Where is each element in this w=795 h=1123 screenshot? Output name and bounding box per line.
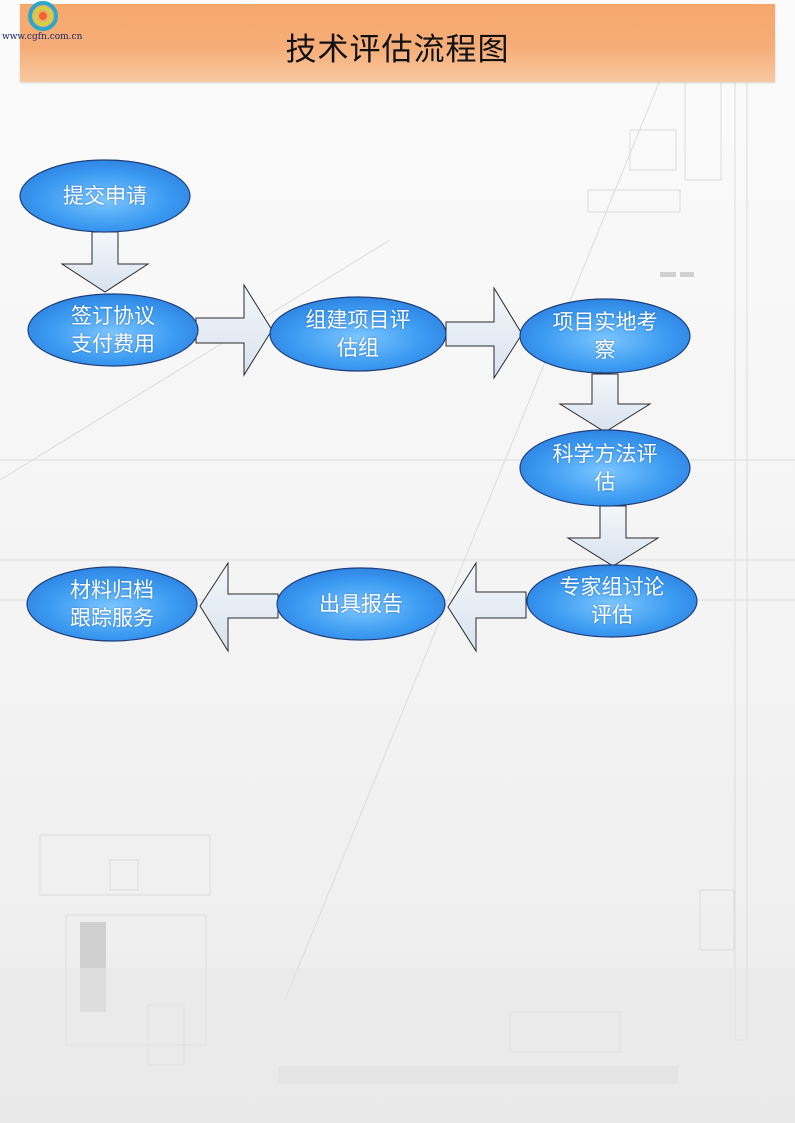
arrow-right-sign-to-team <box>195 283 273 377</box>
site-logo: www.cgfn.com.cn <box>0 0 100 50</box>
label-issue-report: 出具报告 <box>319 592 403 616</box>
page-title: 技术评估流程图 <box>285 32 510 68</box>
node-sign-agreement <box>27 293 199 367</box>
arrow-down-method-to-expert <box>566 505 660 567</box>
label-submit-application: 提交申请 <box>63 184 147 208</box>
node-issue-report <box>276 567 446 641</box>
label-form-team: 组建项目评 估组 <box>305 308 411 360</box>
arrow-right-team-to-survey <box>445 286 523 380</box>
label-sign-agreement: 签订协议 支付费用 <box>71 304 155 356</box>
arrow-down-survey-to-method <box>558 373 652 433</box>
node-archive-tracking <box>26 566 198 642</box>
arrow-down-submit-to-sign <box>60 231 150 293</box>
label-scientific-method: 科学方法评 估 <box>552 442 658 494</box>
logo-url-text: www.cgfn.com.cn <box>2 32 83 42</box>
title-banner: 技术评估流程图 <box>20 4 775 82</box>
node-form-team <box>269 296 447 372</box>
label-archive-tracking: 材料归档 跟踪服务 <box>70 578 154 630</box>
swirl-logo-icon <box>28 1 58 31</box>
node-site-survey <box>519 298 691 374</box>
node-submit-application <box>19 159 191 233</box>
arrow-left-report-to-archive <box>199 561 279 653</box>
label-site-survey: 项目实地考 察 <box>552 310 658 362</box>
label-expert-discussion: 专家组讨论 评估 <box>559 575 665 627</box>
node-expert-discussion <box>526 564 698 638</box>
node-scientific-method <box>519 429 691 507</box>
arrow-left-expert-to-report <box>447 561 527 653</box>
